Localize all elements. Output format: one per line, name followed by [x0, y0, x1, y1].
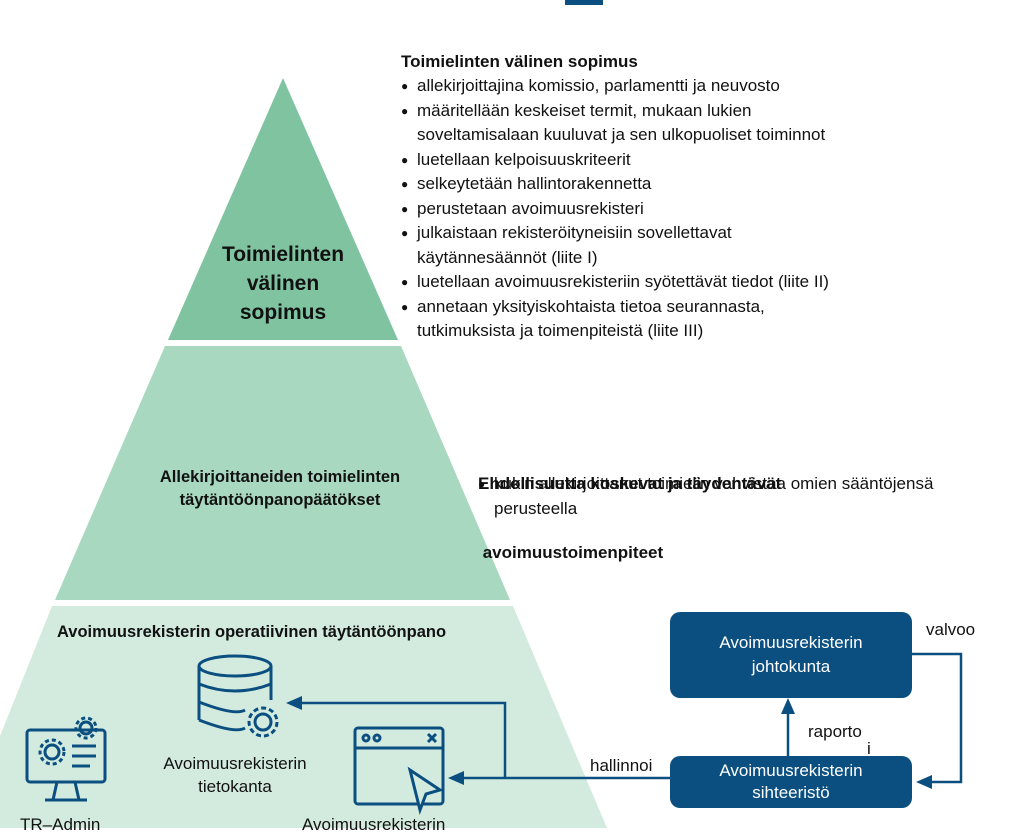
agreement-bullet: selkeytetään hallintorakennetta [401, 172, 829, 197]
conditionality-bullets: kukin allekirjoittanut toimielin vahvist… [478, 472, 933, 521]
agreement-bullet: luetellaan avoimuusrekisteriin syötettäv… [401, 270, 829, 295]
pyramid-middle-label: Allekirjoittaneiden toimielinten täytänt… [110, 466, 450, 512]
arrow-supervises-head [916, 775, 932, 789]
middle-label-line-1: Allekirjoittaneiden toimielinten [159, 468, 401, 486]
database-icon [197, 654, 279, 738]
arrow-to-database [300, 701, 507, 778]
secretariat-box: Avoimuusrekisterin sihteeristö [670, 756, 912, 808]
board-box: Avoimuusrekisterin johtokunta [670, 612, 912, 698]
agreement-title: Toimielinten välinen sopimus [401, 52, 638, 71]
agreement-bullet: perustetaan avoimuusrekisteri [401, 197, 829, 222]
pyramid-top-label: Toimielinten välinen sopimus [200, 240, 366, 327]
pyramid-bottom-tier [0, 606, 607, 828]
arrow-manages-head [448, 771, 464, 785]
agreement-bullet: annetaan yksityiskohtaista tietoa seuran… [401, 295, 829, 344]
agreement-bullet: julkaistaan rekisteröityneisiin sovellet… [401, 221, 829, 270]
admin-label: TR–Admin [20, 815, 101, 834]
pyramid-middle-tier [55, 346, 510, 600]
agreement-bullet: määritellään keskeiset termit, mukaan lu… [401, 99, 829, 148]
arrow-supervises [912, 652, 963, 784]
arrow-to-database-head [286, 696, 302, 710]
database-label: Avoimuusrekisterin tietokanta [163, 754, 307, 796]
agreement-bullet: luetellaan kelpoisuuskriteerit [401, 148, 829, 173]
manages-label: hallinnoi [590, 756, 653, 775]
supervises-label: valvoo [926, 620, 976, 639]
middle-label-line-2: täytäntöönpanopäätökset [179, 491, 381, 509]
reports-label: raporto i [808, 722, 871, 758]
admin-computer-icon [25, 716, 107, 802]
agreement-bullet: allekirjoittajina komissio, parlamentti … [401, 74, 829, 99]
top-label-line-1: Toimielinten [221, 243, 345, 266]
pyramid-bottom-label: Avoimuusrekisterin operatiivinen täytänt… [57, 623, 447, 641]
agreement-bullets: allekirjoittajina komissio, parlamentti … [401, 74, 829, 344]
conditionality-bullet: kukin allekirjoittanut toimielin vahvist… [478, 472, 933, 521]
pyramid-top-tier [168, 78, 398, 340]
arrow-reports-head [781, 698, 795, 714]
website-window-icon [353, 726, 445, 816]
header-fragment [565, 0, 603, 5]
top-label-line-3: sopimus [239, 301, 327, 324]
top-label-line-2: välinen [246, 272, 320, 295]
website-label: Avoimuusrekisterin [302, 815, 446, 834]
